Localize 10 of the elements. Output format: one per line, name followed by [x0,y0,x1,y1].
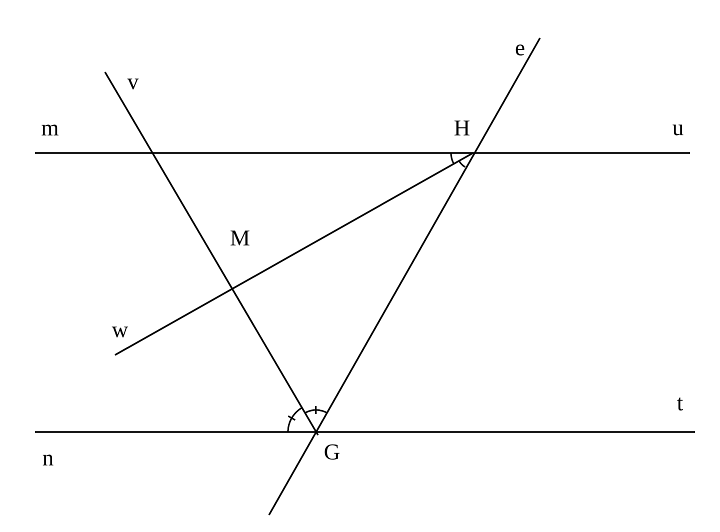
point-label: u [672,124,684,136]
point-label: m [42,124,58,136]
point-label: t [677,398,684,410]
point-label: v [127,78,139,90]
point-label: M [230,230,250,246]
point-label: G [324,444,340,460]
point-label: n [42,454,54,466]
point-label: w [112,326,128,338]
point-label: H [454,120,470,136]
point-label: e [516,44,524,56]
